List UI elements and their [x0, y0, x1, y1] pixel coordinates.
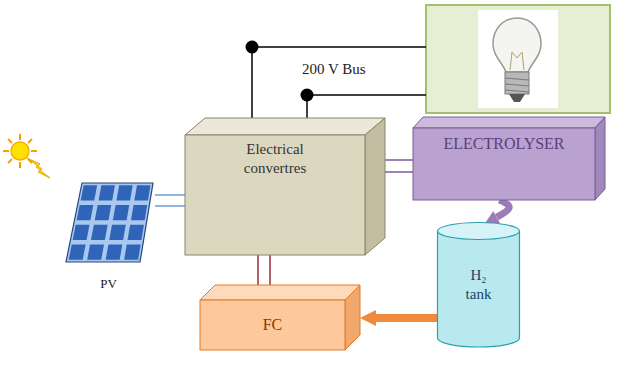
text-area: ELECTROLYSER	[413, 128, 595, 200]
junction-dot	[246, 41, 259, 54]
light-bulb	[493, 18, 541, 102]
node-label: PV	[100, 276, 117, 292]
text-area: FC	[200, 300, 345, 350]
node-shape	[413, 117, 605, 200]
node-label: Electrical convertres	[244, 140, 306, 178]
node-label: ELECTROLYSER	[443, 134, 564, 154]
pv-panel: PV	[62, 178, 155, 292]
wire	[155, 194, 185, 196]
wire	[155, 205, 185, 207]
fuel-cell-box: FC	[200, 285, 360, 350]
text-area: Electrical convertres	[185, 135, 365, 255]
node-shape	[62, 178, 155, 292]
flow-arrow	[376, 314, 437, 322]
wire	[385, 159, 413, 161]
converter-box: Electrical convertres	[185, 118, 385, 255]
text-area: H₂ tank	[437, 222, 520, 347]
hydrogen-tank: H₂ tank	[437, 222, 520, 347]
node-shape	[437, 222, 520, 347]
wire	[385, 171, 413, 173]
text-area: PV	[62, 276, 155, 292]
wire	[257, 255, 259, 285]
node-shape	[185, 118, 385, 255]
bus-label: 200 V Bus	[302, 61, 366, 78]
flow-arrow	[497, 200, 510, 217]
node-label: H₂ tank	[466, 266, 492, 304]
load-panel	[426, 5, 610, 113]
wire	[269, 255, 271, 285]
electrolyser-box: ELECTROLYSER	[413, 117, 605, 200]
sun-symbol	[3, 134, 50, 178]
lamp-ground	[478, 10, 558, 108]
junction-dot	[301, 89, 314, 102]
node-label: FC	[263, 315, 283, 335]
bus-wire	[252, 47, 426, 128]
